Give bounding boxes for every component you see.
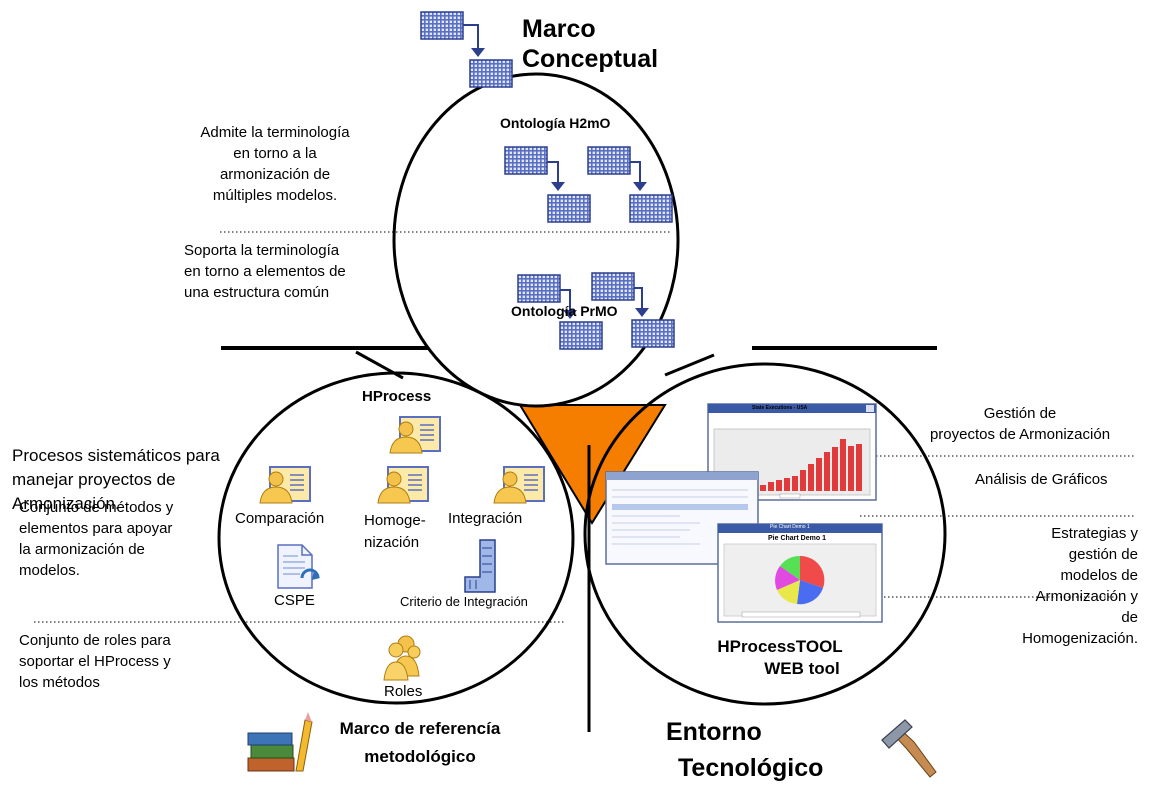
pie-window-title: Pie Chart Demo 1 (770, 524, 810, 530)
conceptual-circle-tail-right (664, 353, 715, 377)
hierarchy-diagram-icon (420, 11, 513, 88)
cspe-document-icon (277, 544, 320, 589)
comparacion-label: Comparación (235, 510, 325, 527)
comparacion-icon (259, 466, 311, 504)
pie-chart-window (717, 523, 883, 623)
note-prmo: Soporta la terminología en torno a eleme… (184, 242, 346, 301)
books-icon (247, 712, 313, 772)
hprocesstool-label: HProcessTOOL WEB tool (717, 637, 843, 678)
note-roles: Conjunto de roles para soportar el HProc… (19, 632, 171, 691)
homogenizacion-icon (377, 466, 429, 504)
conceptual-circle-tail-left (355, 350, 404, 380)
roles-people-icon (383, 635, 421, 681)
entorno-tecnologico-title: Entorno Tecnológico (666, 718, 824, 782)
marco-referencia-title: Marco de referencía metodológico (339, 719, 501, 766)
marco-conceptual-title: Marco Conceptual (522, 15, 659, 73)
note-h2mo: Admite la terminología en torno a la arm… (200, 124, 350, 204)
homogenizacion-label: Homoge- nización (364, 512, 426, 551)
prmo-diagram-icon (517, 272, 675, 350)
technology-circle (583, 362, 947, 706)
bar-chart-title: State Executions - USA (752, 405, 808, 411)
prmo-label: Ontología PrMO (511, 303, 618, 319)
note-estrategias: Estrategias y gestión de modelos de Armo… (1022, 525, 1138, 647)
hammer-icon (881, 719, 937, 778)
note-metodos: Conjunto de métodos y elementos para apo… (19, 499, 174, 579)
note-gestion: Gestión de proyectos de Armonización (929, 405, 1111, 443)
h2mo-label: Ontología H2mO (500, 115, 611, 131)
note-analisis: Análisis de Gráficos (975, 471, 1108, 488)
pie-chart-title: Pie Chart Demo 1 (768, 535, 826, 542)
overlap-wedge (518, 404, 667, 525)
integracion-label: Integración (448, 510, 523, 527)
criterio-label: Criterio de Integración (400, 594, 528, 609)
pie-slices (775, 555, 825, 605)
hprocess-icon (389, 416, 441, 454)
roles-label: Roles (384, 683, 423, 700)
h2mo-diagram-icon (504, 146, 673, 223)
criterio-ruler-icon (464, 539, 496, 593)
cspe-label: CSPE (274, 592, 315, 609)
integracion-icon (493, 466, 545, 504)
note-procesos: Procesos sistemáticos para manejar proye… (12, 446, 220, 513)
hprocess-label: HProcess (362, 388, 432, 405)
